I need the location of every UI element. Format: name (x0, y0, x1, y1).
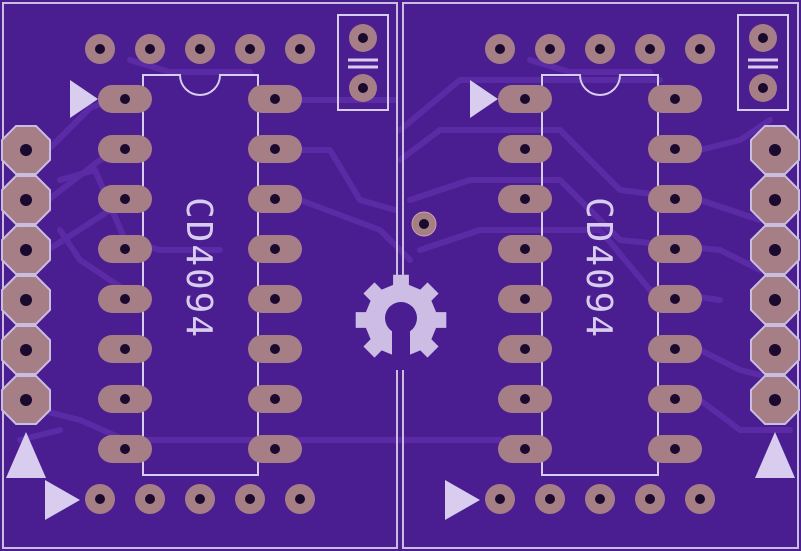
header-pad (235, 484, 265, 514)
header-pad (285, 34, 315, 64)
dip-pads-left (98, 85, 152, 463)
dip-pad (248, 285, 302, 313)
header-pad (85, 484, 115, 514)
header-pad (485, 34, 515, 64)
dip-pad (648, 385, 702, 413)
cap-pad (349, 24, 377, 52)
header-pad (235, 34, 265, 64)
dip-pad (498, 335, 552, 363)
cap-pad (749, 24, 777, 52)
header-pad (135, 484, 165, 514)
header-pad (185, 34, 215, 64)
dip-pad (648, 185, 702, 213)
cap-pad (749, 74, 777, 102)
dip-pad (498, 185, 552, 213)
octagon-pad (1, 175, 51, 225)
header-bottom (485, 484, 715, 514)
dip-pads-left (498, 85, 552, 463)
dip-pad (498, 285, 552, 313)
dip-pad (98, 235, 152, 263)
capacitor-outline (737, 14, 789, 111)
dip-pad (498, 85, 552, 113)
octagon-pad (1, 275, 51, 325)
dip-pad (248, 335, 302, 363)
open-hardware-gear-icon (355, 274, 447, 370)
pin1-triangle-icon (470, 80, 498, 118)
header-side (750, 125, 800, 425)
dip-pad (248, 85, 302, 113)
dip-pad (248, 435, 302, 463)
dip-pad (98, 335, 152, 363)
dip-pad (498, 135, 552, 163)
header-pad (585, 34, 615, 64)
header-pad (85, 34, 115, 64)
dip-pad (248, 235, 302, 263)
header-pad (635, 484, 665, 514)
capacitor-outline (337, 14, 389, 111)
dip-pad (98, 135, 152, 163)
octagon-pad (1, 225, 51, 275)
header-bottom (85, 484, 315, 514)
dip-pad (248, 385, 302, 413)
dip-outline (541, 74, 659, 476)
header-side (1, 125, 51, 425)
octagon-pad (750, 375, 800, 425)
dip-pad (248, 185, 302, 213)
header-pad (135, 34, 165, 64)
dip-pads-right (648, 85, 702, 463)
header-top (85, 34, 315, 64)
header-pad (635, 34, 665, 64)
pin1-triangle-icon (45, 480, 80, 520)
octagon-pad (750, 125, 800, 175)
dip-pad (498, 435, 552, 463)
via (411, 211, 437, 237)
dip-pads-right (248, 85, 302, 463)
header-pad (485, 484, 515, 514)
pin1-triangle-icon (70, 80, 98, 118)
pin1-triangle-icon (6, 432, 46, 478)
pin1-triangle-icon (445, 480, 480, 520)
header-pad (535, 34, 565, 64)
traces (17, 57, 793, 443)
octagon-pad (750, 225, 800, 275)
octagon-pad (750, 325, 800, 375)
octagon-pad (1, 325, 51, 375)
header-pad (535, 484, 565, 514)
dip-pad (648, 285, 702, 313)
dip-pad (98, 185, 152, 213)
octagon-pad (1, 375, 51, 425)
dip-pad (248, 135, 302, 163)
dip-pad (648, 235, 702, 263)
dip-pad (98, 385, 152, 413)
header-pad (185, 484, 215, 514)
octagon-pad (750, 175, 800, 225)
gear-slot (392, 324, 410, 370)
module-1: CD4094 (1, 14, 389, 520)
header-top (485, 34, 715, 64)
dip-pad (98, 285, 152, 313)
dip-pad (98, 85, 152, 113)
cap-pad (349, 74, 377, 102)
header-pad (685, 484, 715, 514)
pin1-triangle-icon (755, 432, 795, 478)
dip-pad (648, 435, 702, 463)
dip-pad (648, 85, 702, 113)
dip-pad (648, 135, 702, 163)
chip-label: CD4094 (578, 197, 619, 339)
dip-pad (498, 235, 552, 263)
module-2: CD4094 (445, 14, 800, 520)
octagon-pad (1, 125, 51, 175)
octagon-pad (750, 275, 800, 325)
chip-label: CD4094 (178, 197, 219, 339)
dip-pad (498, 385, 552, 413)
header-pad (685, 34, 715, 64)
dip-pad (98, 435, 152, 463)
header-pad (285, 484, 315, 514)
dip-outline (142, 74, 259, 476)
header-pad (585, 484, 615, 514)
dip-pad (648, 335, 702, 363)
